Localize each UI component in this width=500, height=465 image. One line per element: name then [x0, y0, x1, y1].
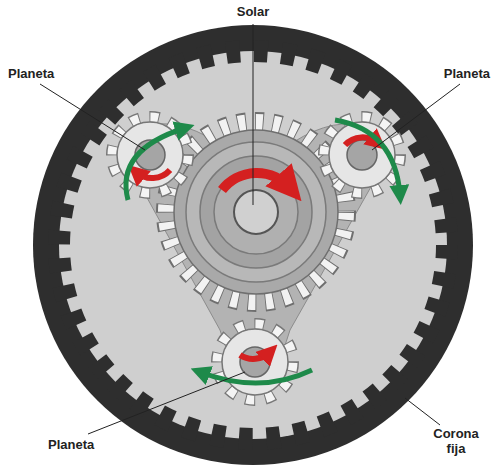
part-label: Solar — [235, 4, 272, 19]
rotation-arrow — [136, 170, 170, 178]
label-holder: Corona fija — [428, 426, 484, 456]
label-holder: Planeta — [442, 66, 492, 81]
sun-ring — [214, 170, 298, 254]
ring-gear — [33, 25, 473, 465]
part-label: Planeta — [6, 66, 56, 81]
part-label: Corona fija — [428, 426, 484, 456]
orbit-arrow — [126, 128, 185, 200]
orbit-arrow — [200, 370, 312, 383]
sun-ring — [200, 156, 312, 268]
label-holder: Planeta — [46, 437, 96, 452]
sun-gear — [174, 130, 338, 294]
leader-lines — [40, 24, 460, 434]
part-label: Planeta — [442, 66, 492, 81]
sun-rotation-arrow — [222, 173, 290, 190]
planet-gear — [217, 324, 293, 400]
orbit-arrow — [335, 120, 400, 195]
label-holder: Planeta — [6, 66, 56, 81]
rotation-arrow — [240, 352, 270, 359]
label-holder: Solar — [235, 4, 272, 19]
sun-shaft — [234, 190, 278, 234]
sun-ring — [186, 142, 326, 282]
part-label: Planeta — [46, 437, 96, 452]
